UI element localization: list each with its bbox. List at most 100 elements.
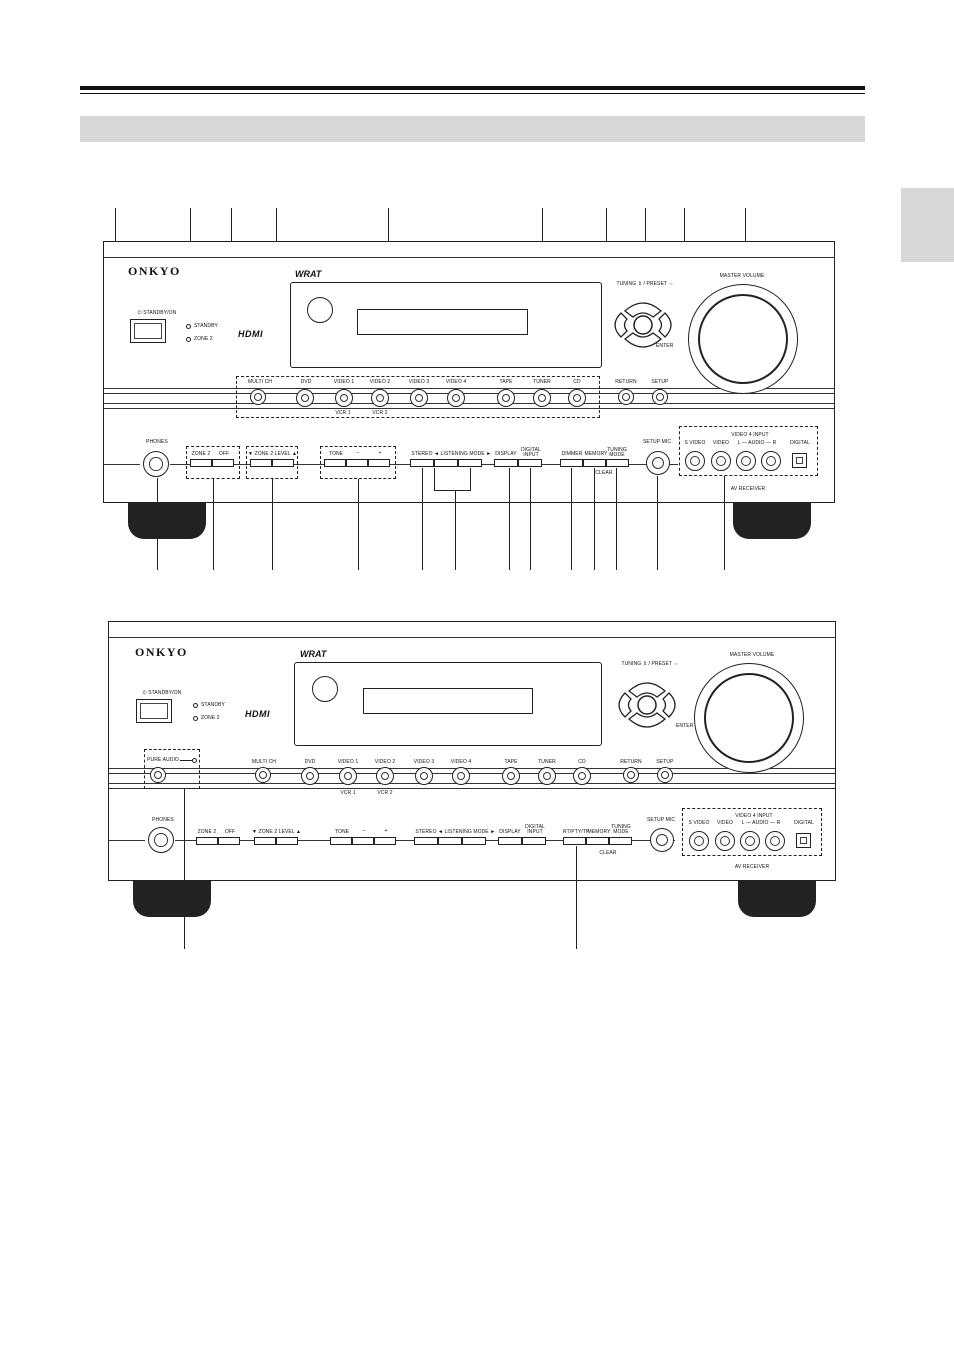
- listening-mode-left-button[interactable]: [434, 459, 458, 467]
- video2-button[interactable]: [376, 767, 394, 785]
- hdmi-logo: HDMI: [245, 709, 270, 719]
- foot-left: [133, 881, 211, 917]
- callout-line: [530, 468, 531, 570]
- cursor-pad[interactable]: [611, 669, 683, 741]
- display-button[interactable]: [494, 459, 518, 467]
- display-label: DISPLAY: [499, 829, 521, 835]
- listening-mode-right-button[interactable]: [462, 837, 486, 845]
- video4-input-label: VIDEO 4 INPUT: [731, 432, 769, 438]
- setup-button[interactable]: [652, 389, 668, 405]
- zone2-level-down-button[interactable]: [250, 459, 272, 467]
- video3-button[interactable]: [415, 767, 433, 785]
- tuner-label: TUNER: [538, 759, 556, 765]
- tape-button[interactable]: [497, 389, 515, 407]
- video2-label: VIDEO 2: [369, 379, 391, 385]
- video4-button[interactable]: [447, 389, 465, 407]
- tone-plus-button[interactable]: [368, 459, 390, 467]
- tuning-mode-button[interactable]: [609, 837, 632, 845]
- panel-line: [104, 403, 834, 404]
- pure-audio-button[interactable]: [150, 767, 166, 783]
- zone2-buttons: [196, 837, 240, 845]
- panel-line: [104, 257, 834, 258]
- tone-button[interactable]: [330, 837, 352, 845]
- multi-ch-button[interactable]: [250, 389, 266, 405]
- video3-button[interactable]: [410, 389, 428, 407]
- callout-line: [470, 468, 471, 490]
- tuner-button[interactable]: [538, 767, 556, 785]
- optical-digital-jack[interactable]: [796, 833, 811, 848]
- video4-label: VIDEO 4: [450, 759, 472, 765]
- zone2-level-up-button[interactable]: [272, 459, 294, 467]
- cursor-pad[interactable]: [607, 289, 679, 361]
- callout-line: [157, 478, 158, 570]
- stereo-label: STEREO: [415, 829, 437, 835]
- off-button[interactable]: [218, 837, 240, 845]
- tone-button[interactable]: [324, 459, 346, 467]
- display-button[interactable]: [498, 837, 522, 845]
- header-rule-thin: [80, 93, 865, 94]
- stereo-button[interactable]: [414, 837, 438, 845]
- clear-label: CLEAR: [595, 470, 613, 476]
- video-jack[interactable]: [711, 451, 731, 471]
- listening-mode-left-button[interactable]: [438, 837, 462, 845]
- off-button[interactable]: [212, 459, 234, 467]
- dimmer-button[interactable]: [560, 459, 583, 467]
- phones-jack[interactable]: [148, 827, 174, 853]
- standby-on-button[interactable]: [130, 319, 166, 343]
- audio-r-jack[interactable]: [765, 831, 785, 851]
- return-button[interactable]: [623, 767, 639, 783]
- display-buttons: [494, 459, 542, 467]
- callout-line: [184, 789, 185, 949]
- tone-plus-button[interactable]: [374, 837, 396, 845]
- dvd-button[interactable]: [296, 389, 314, 407]
- s-video-jack[interactable]: [685, 451, 705, 471]
- audio-l-jack[interactable]: [736, 451, 756, 471]
- vcr2-label: VCR 2: [377, 790, 393, 796]
- audio-r-jack[interactable]: [761, 451, 781, 471]
- video4-button[interactable]: [452, 767, 470, 785]
- tone-minus-button[interactable]: [352, 837, 374, 845]
- zone2-level-down-button[interactable]: [254, 837, 276, 845]
- rt-pty-tp-button[interactable]: [563, 837, 586, 845]
- setup-mic-jack[interactable]: [650, 828, 674, 852]
- cd-button[interactable]: [573, 767, 591, 785]
- memory-button[interactable]: [586, 837, 609, 845]
- digital-input-button[interactable]: [522, 837, 546, 845]
- callout-bracket: [434, 490, 471, 491]
- callout-line: [213, 479, 214, 570]
- audio-l-jack[interactable]: [740, 831, 760, 851]
- listening-mode-right-button[interactable]: [458, 459, 482, 467]
- zone2-level-up-button[interactable]: [276, 837, 298, 845]
- stereo-button[interactable]: [410, 459, 434, 467]
- tuning-mode-label: TUNING MODE: [607, 447, 627, 458]
- tape-button[interactable]: [502, 767, 520, 785]
- off-label: OFF: [224, 829, 236, 835]
- digital-input-button[interactable]: [518, 459, 542, 467]
- tuning-mode-button[interactable]: [606, 459, 629, 467]
- phones-label: PHONES: [152, 817, 174, 823]
- s-video-jack[interactable]: [689, 831, 709, 851]
- return-button[interactable]: [618, 389, 634, 405]
- video1-button[interactable]: [335, 389, 353, 407]
- phones-jack[interactable]: [143, 451, 169, 477]
- dvd-button[interactable]: [301, 767, 319, 785]
- tuning-mode-label: TUNING MODE: [611, 824, 631, 835]
- hdmi-logo: HDMI: [238, 329, 263, 339]
- tuner-button[interactable]: [533, 389, 551, 407]
- pure-audio-indicator: [192, 758, 197, 763]
- memory-button[interactable]: [583, 459, 606, 467]
- cd-button[interactable]: [568, 389, 586, 407]
- vcr1-label: VCR 1: [335, 410, 351, 416]
- setup-button[interactable]: [657, 767, 673, 783]
- panel-line: [104, 464, 140, 465]
- setup-mic-jack[interactable]: [646, 451, 670, 475]
- video2-button[interactable]: [371, 389, 389, 407]
- tone-minus-button[interactable]: [346, 459, 368, 467]
- zone2-button[interactable]: [190, 459, 212, 467]
- video-jack[interactable]: [715, 831, 735, 851]
- video1-button[interactable]: [339, 767, 357, 785]
- multi-ch-button[interactable]: [255, 767, 271, 783]
- zone2-button[interactable]: [196, 837, 218, 845]
- optical-digital-jack[interactable]: [792, 453, 807, 468]
- standby-on-button[interactable]: [136, 699, 172, 723]
